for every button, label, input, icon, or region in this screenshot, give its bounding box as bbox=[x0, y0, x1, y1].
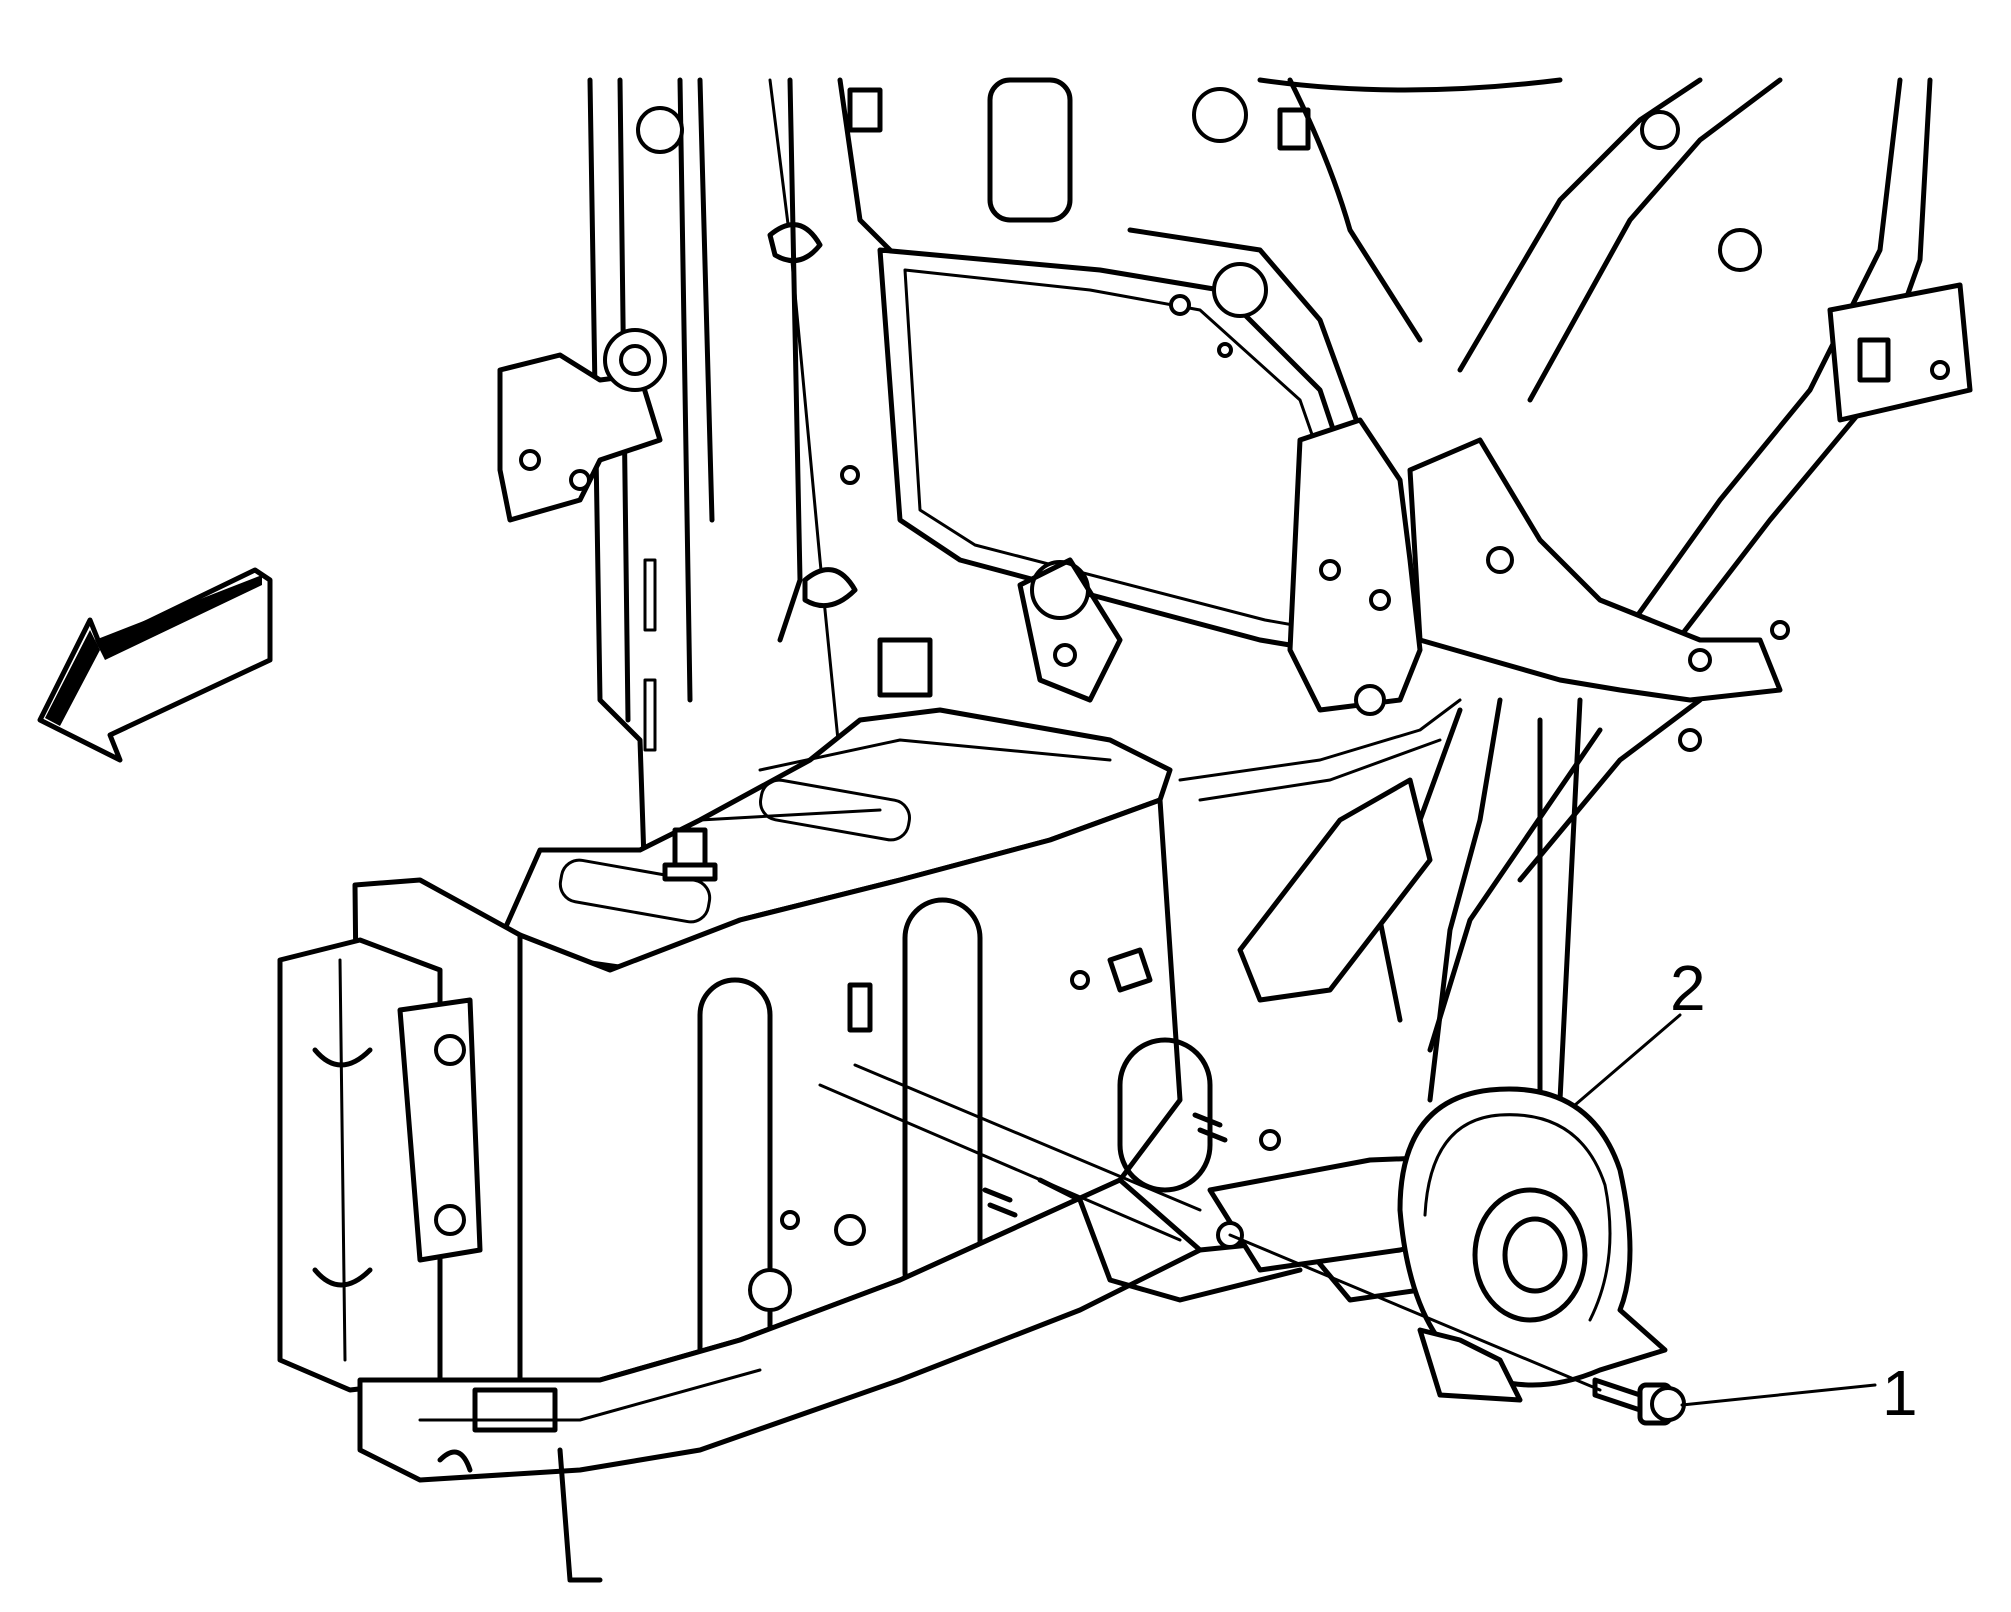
callout-1: 1 bbox=[1680, 1357, 1918, 1429]
upper-body-structure bbox=[497, 77, 1973, 1153]
callout-2: 2 bbox=[1573, 952, 1706, 1107]
front-direction-arrow-icon bbox=[37, 567, 273, 763]
frame-rail-box bbox=[277, 707, 1553, 1583]
horn-bolt bbox=[1592, 1377, 1686, 1426]
alignment-lines bbox=[818, 1063, 1602, 1392]
callout-2-label: 2 bbox=[1670, 952, 1706, 1024]
callout-1-label: 1 bbox=[1882, 1357, 1918, 1429]
horn-assembly bbox=[1207, 1086, 1668, 1403]
